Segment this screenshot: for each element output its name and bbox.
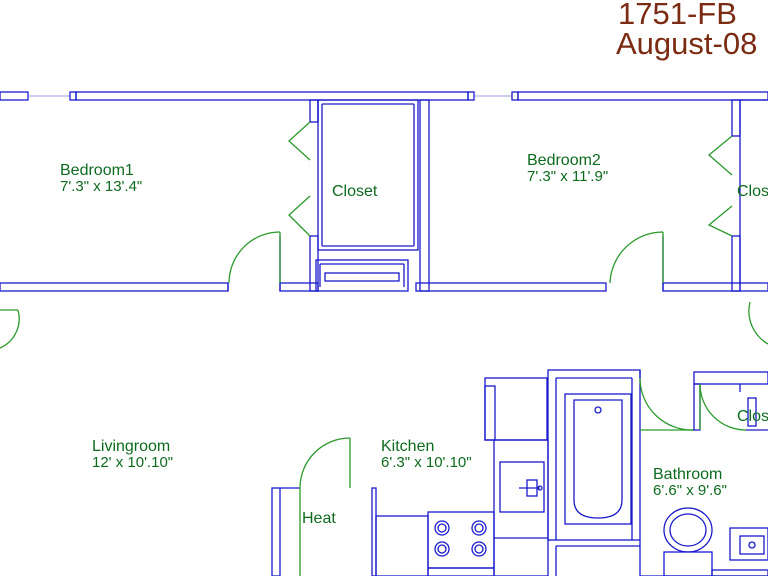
label-bathroom: Bathroom 6'.6" x 9'.6" (653, 466, 727, 499)
bathroom-size: 6'.6" x 9'.6" (653, 482, 727, 499)
closet1-bifold-doors (288, 121, 311, 237)
bathroom-door (639, 370, 695, 431)
label-livingroom: Livingroom 12' x 10'.10" (92, 438, 173, 471)
heat-room (271, 437, 377, 576)
bedroom1-size: 7'.3" x 13'.4" (60, 178, 142, 195)
label-kitchen: Kitchen 6'.3" x 10'.10" (381, 438, 472, 471)
kitchen-size: 6'.3" x 10'.10" (381, 454, 472, 471)
bathroom-name: Bathroom (653, 466, 722, 483)
closet2-name: Closet (737, 183, 768, 200)
bedroom2-size: 7'.3" x 11'.9" (527, 168, 608, 185)
heat-name: Heat (302, 510, 336, 527)
bedroom2-name: Bedroom2 (527, 152, 601, 169)
livingroom-name: Livingroom (92, 438, 170, 455)
bedroom1-name: Bedroom1 (60, 162, 134, 179)
closet3-walls (693, 371, 768, 431)
bathroom-fixtures (547, 369, 768, 576)
closet2-bifold-doors (707, 135, 733, 237)
plan-date: August-08 (616, 26, 757, 61)
shelf (324, 272, 400, 282)
entry-door (0, 309, 20, 349)
closet3-name: Closet (737, 408, 768, 425)
kitchen-name: Kitchen (381, 438, 434, 455)
kitchen-fixtures (375, 377, 549, 576)
label-bedroom2: Bedroom2 7'.3" x 11'.9" (527, 152, 608, 185)
bedroom2-door (609, 231, 664, 284)
bedroom1-door (228, 231, 281, 284)
bedroom-divider-wall (415, 99, 607, 292)
top-exterior-wall (0, 91, 768, 101)
plan-code: 1751-FB (618, 0, 737, 31)
partition-wall-lower (315, 259, 409, 292)
right-door (748, 301, 768, 345)
livingroom-size: 12' x 10'.10" (92, 454, 173, 471)
bedroom1-walls (0, 99, 419, 292)
label-bedroom1: Bedroom1 7'.3" x 13'.4" (60, 162, 142, 195)
closet1-name: Closet (332, 183, 378, 200)
